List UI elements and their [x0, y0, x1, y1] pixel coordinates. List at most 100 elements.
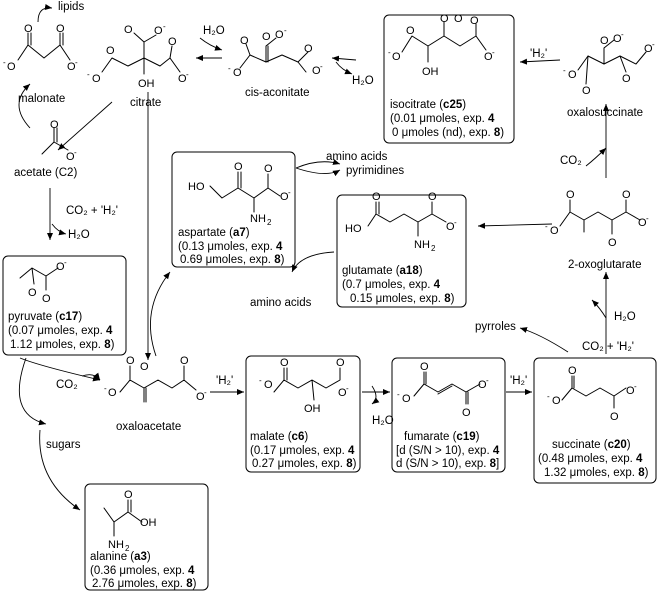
svg-text:O: O — [234, 161, 243, 173]
svg-text:O: O — [338, 387, 347, 399]
oxalosuccinate-label: oxalosuccinate — [567, 107, 643, 119]
succinate-amount-exp4: (0.48 μmoles, exp. 4 — [538, 453, 643, 465]
malate-structure: O- O OH O O- — [259, 357, 349, 415]
svg-text:-: - — [75, 58, 78, 67]
h2o-acetate-label: H₂O — [68, 229, 90, 241]
svg-text:O: O — [92, 73, 101, 85]
svg-text:O: O — [196, 391, 205, 403]
svg-text:O: O — [280, 191, 289, 203]
svg-text:O: O — [372, 191, 381, 203]
oxaloacetate-label: oxaloacetate — [116, 421, 181, 433]
svg-text:-: - — [486, 376, 489, 385]
svg-text:O: O — [140, 361, 149, 373]
glutamate-amount-exp4: (0.7 μmoles, exp. 4 — [342, 279, 441, 291]
svg-text:HO: HO — [345, 223, 362, 235]
svg-text:O: O — [264, 163, 273, 175]
svg-text:2: 2 — [267, 218, 272, 227]
svg-text:O: O — [66, 151, 75, 163]
svg-text:O: O — [28, 287, 37, 299]
svg-text:-: - — [388, 48, 391, 57]
svg-text:-: - — [163, 22, 166, 31]
svg-text:O: O — [462, 407, 471, 419]
svg-text:-: - — [204, 388, 207, 397]
svg-text:OH: OH — [138, 78, 155, 90]
svg-text:O: O — [568, 69, 577, 81]
alanine-box — [84, 483, 209, 591]
svg-text:-: - — [397, 390, 400, 399]
svg-text:O: O — [264, 379, 273, 391]
svg-text:O: O — [280, 357, 289, 369]
pyruvate-name: pyruvate (c17) — [8, 311, 82, 323]
svg-text:O: O — [56, 261, 65, 273]
svg-text:O: O — [406, 25, 415, 37]
aspartate-name: aspartate (a7) — [178, 227, 250, 239]
svg-text:-: - — [87, 70, 90, 79]
svg-text:OH: OH — [140, 517, 157, 529]
succinate-name: succinate (c20) — [552, 439, 631, 451]
succinate-box — [533, 357, 657, 484]
svg-text:O: O — [566, 189, 575, 201]
malate-amount-exp4: (0.17 μmoles, exp. 4 — [250, 445, 355, 457]
svg-text:-: - — [547, 392, 550, 401]
svg-text:O: O — [478, 379, 487, 391]
pathway-arrows — [18, 4, 609, 511]
svg-text:-: - — [320, 62, 323, 71]
acetate-structure: O O- — [41, 119, 77, 163]
co2-oxalosuccinate-label: CO₂ — [560, 155, 582, 167]
svg-text:O: O — [454, 13, 463, 25]
svg-text:O: O — [568, 365, 577, 377]
svg-text:O: O — [126, 355, 135, 367]
svg-text:O: O — [178, 73, 187, 85]
svg-text:O: O — [402, 393, 411, 405]
succinate-structure: O- O O O- — [547, 365, 637, 423]
malate-name: malate (c6) — [250, 431, 308, 443]
isocitrate-box — [383, 14, 515, 144]
svg-text:-: - — [462, 10, 465, 19]
svg-text:-: - — [3, 58, 6, 67]
svg-text:O: O — [626, 385, 635, 397]
fumarate-detect-exp4: [d (S/N > 10), exp. 4 — [396, 445, 500, 457]
svg-text:OH: OH — [422, 66, 439, 78]
malonate-label: malonate — [18, 93, 65, 105]
lipids-label: lipids — [58, 1, 84, 13]
fumarate-structure: O- O O O- — [397, 361, 489, 419]
isocitrate-name: isocitrate (c25) — [390, 99, 466, 111]
2-oxoglutarate-label: 2-oxoglutarate — [568, 259, 642, 271]
malate-box — [245, 355, 361, 473]
glutamate-amount-exp8: 0.15 μmoles, exp. 8) — [350, 293, 455, 305]
svg-text:O: O — [484, 51, 493, 63]
alanine-amount-exp8: 2.76 μmoles, exp. 8) — [92, 578, 197, 590]
malate-amount-exp8: 0.27 μmoles, exp. 8) — [252, 458, 357, 470]
glutamate-name: glutamate (a18) — [342, 265, 423, 277]
svg-text:NH: NH — [250, 213, 266, 225]
svg-text:O: O — [67, 61, 76, 73]
h2o-aconitate-label: H₂O — [352, 75, 374, 87]
fumarate-box — [391, 357, 506, 473]
svg-text:O: O — [392, 51, 401, 63]
svg-text:O: O — [233, 67, 242, 79]
svg-text:-: - — [104, 384, 107, 393]
glutamate-box — [336, 194, 467, 308]
isocitrate-amount-exp4: (0.01 μmoles, exp. 4 — [390, 113, 495, 125]
svg-text:NH: NH — [414, 239, 430, 251]
svg-text:O: O — [336, 357, 345, 369]
svg-text:O: O — [638, 217, 647, 229]
svg-text:-: - — [545, 222, 548, 231]
svg-text:O: O — [552, 395, 561, 407]
svg-text:-: - — [621, 30, 624, 39]
svg-text:O: O — [644, 43, 653, 55]
svg-text:O: O — [582, 85, 591, 97]
svg-text:OH: OH — [304, 403, 321, 415]
svg-text:O: O — [428, 191, 437, 203]
acetate-label: acetate (C2) — [14, 167, 77, 179]
svg-text:O: O — [610, 411, 619, 423]
h2o-citrate-label: H₂O — [203, 25, 225, 37]
svg-text:O: O — [608, 237, 617, 249]
svg-text:HO: HO — [188, 181, 205, 193]
co2-pyruvate-label: CO₂ — [56, 379, 78, 391]
